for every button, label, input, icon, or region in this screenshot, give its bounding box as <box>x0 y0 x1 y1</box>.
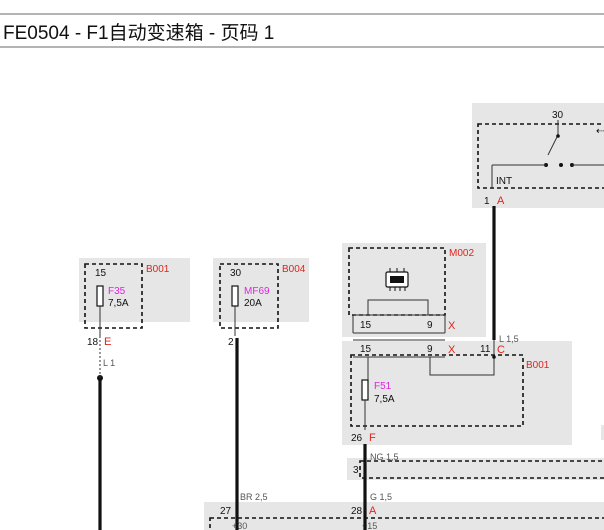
b001-pin-18: 18 <box>87 337 99 348</box>
m002-pin-9: 9 <box>427 320 433 331</box>
b004-fuse-name: MF69 <box>244 286 270 297</box>
pin3-connector-box <box>347 458 604 480</box>
b001-connector-e: E <box>104 336 111 348</box>
relay-pin-1: 1 <box>484 196 490 207</box>
relay-top-box <box>472 103 604 208</box>
b001-fuse-box: B001 15 F35 7,5A 18 E L 1 <box>79 258 190 368</box>
b004-box-bg <box>213 258 309 322</box>
b001-terminal: 15 <box>95 268 107 279</box>
m002-module: M002 15 9 X <box>342 243 486 337</box>
m002-code: M002 <box>449 248 474 259</box>
pin-28-connector-a: A <box>369 505 377 517</box>
m002-internal-link <box>367 299 429 315</box>
b001-lower-pin-9: 9 <box>427 344 433 355</box>
relay-switch-arm <box>547 134 559 156</box>
g-wire-label: G 1,5 <box>370 492 392 502</box>
pin-27-label: 27 <box>220 506 232 517</box>
relay-int-label: INT <box>496 176 512 187</box>
b001-lower-fuse-name: F51 <box>374 381 392 392</box>
b001-lower-pin-26: 26 <box>351 433 363 444</box>
b001-fuse-rating: 7,5A <box>108 298 129 309</box>
b001-lower-connector-f: F <box>369 432 376 444</box>
m002-box-bg <box>342 243 486 337</box>
b001-lower-connector-x: X <box>448 344 456 356</box>
b001-lower-dashed <box>350 354 524 427</box>
b004-fuse-mf69-icon <box>231 285 239 307</box>
b001-code: B001 <box>146 264 170 275</box>
pin3-connector-dashed <box>359 460 604 479</box>
b001-lower-pin-15: 15 <box>360 344 372 355</box>
bottom-connector-dashed <box>209 517 604 530</box>
b001-fuse-f35-icon <box>96 285 104 307</box>
b001-dashed <box>84 263 143 329</box>
bottom-connector-box <box>204 502 604 530</box>
b001-fuse-name: F35 <box>108 286 126 297</box>
m002-pin-15: 15 <box>360 320 372 331</box>
m002-connector-x: X <box>448 320 456 332</box>
b004-fuse-box: B004 30 MF69 20A 2 <box>213 258 309 348</box>
b004-code: B004 <box>282 264 306 275</box>
b001-lower-pin-11: 11 <box>480 344 491 355</box>
relay-terminal-30: 30 <box>552 110 564 121</box>
b004-terminal: 30 <box>230 268 242 279</box>
b001-lower-link-9-11 <box>429 357 495 376</box>
b004-dashed <box>219 263 279 329</box>
right-edge-tab <box>601 425 604 440</box>
br-wire-label: BR 2,5 <box>240 492 268 502</box>
b001-lower-bg <box>342 341 572 445</box>
relay-contact-top <box>556 134 560 138</box>
b001-lower-code: B001 <box>526 360 550 371</box>
relay-top-group: 30 INT ⇠ 1 A <box>472 103 604 208</box>
ng-wire-label: NG 1,5 <box>370 452 399 462</box>
relay-arrow-glyph: ⇠ <box>596 126 604 137</box>
plus15-label: +15 <box>362 521 377 530</box>
b001-lower-fuse-rating: 7,5A <box>374 394 395 405</box>
relay-contact-mid <box>559 163 563 167</box>
b001-lower-wire-11: L 1,5 <box>499 334 519 344</box>
relay-top-dashed <box>477 123 604 189</box>
plus30-label: +30 <box>232 521 247 530</box>
b001-lower-block: B001 15 9 X 11 C L 1,5 F51 7,5A 26 F <box>342 334 572 445</box>
b001-lower-pin11-dot <box>492 355 496 359</box>
chip-icon <box>385 268 409 291</box>
pin-28-label: 28 <box>351 506 363 517</box>
pin-3-label: 3 <box>353 465 359 476</box>
b004-pin-2: 2 <box>228 337 234 348</box>
page-title: FE0504 - F1自动变速箱 - 页码 1 <box>3 22 274 44</box>
relay-connector-a: A <box>497 195 505 207</box>
b004-fuse-rating: 20A <box>244 298 262 309</box>
b001-lower-connector-c: C <box>497 344 505 356</box>
b001-lower-fuse-f51-icon <box>361 379 369 401</box>
b001-wire-label: L 1 <box>103 358 115 368</box>
